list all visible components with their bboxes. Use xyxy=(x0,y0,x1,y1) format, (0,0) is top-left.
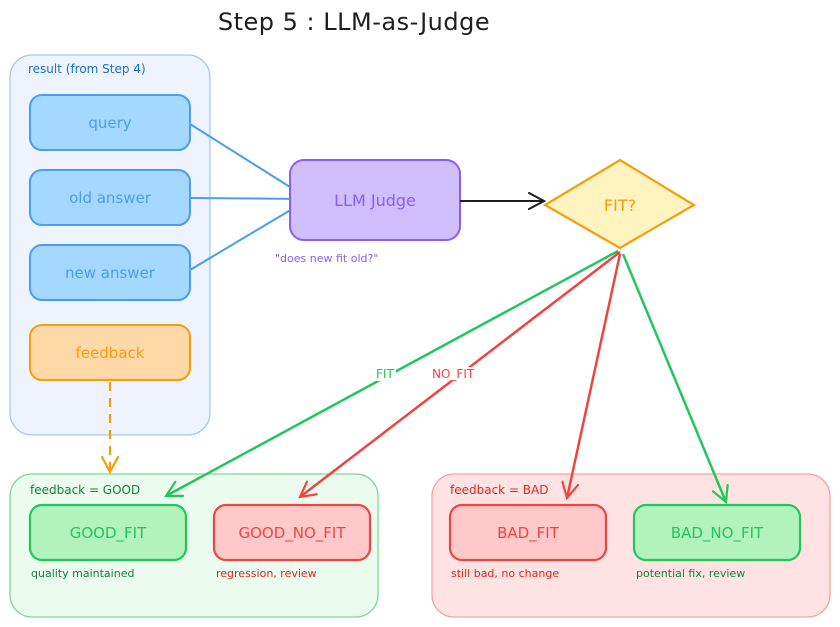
bad-fit-caption: still bad, no change xyxy=(451,567,560,580)
good-fit-node-shape[interactable] xyxy=(28,503,188,562)
good-no-fit-node-shape[interactable] xyxy=(212,503,372,562)
bad-group-label: feedback = BAD xyxy=(450,483,549,497)
bad-no-fit-node-shape[interactable] xyxy=(632,503,802,562)
query-node-shape[interactable] xyxy=(29,94,191,151)
bad-no-fit-caption: potential fix, review xyxy=(636,567,746,580)
input-group-label: result (from Step 4) xyxy=(28,62,146,76)
fit-decision-diamond[interactable] xyxy=(542,158,697,250)
arrow-fit-to-bad-fit xyxy=(567,253,622,498)
bad-no-fit-label: BAD_NO_FIT xyxy=(670,523,764,542)
good-fit-label: GOOD_FIT xyxy=(69,523,147,542)
diagram-title: Step 5 : LLM-as-Judge xyxy=(217,8,491,36)
good-no-fit-label: GOOD_NO_FIT xyxy=(238,523,346,542)
new-answer-node-label: new answer xyxy=(65,263,155,282)
arrow-no-fit-to-bad-no-fit xyxy=(621,253,726,502)
feedback-node-shape[interactable] xyxy=(29,324,191,381)
old-answer-node-label: old answer xyxy=(69,188,151,207)
query-node-label: query xyxy=(88,113,132,132)
edge-label-no-fit: NO_FIT xyxy=(430,367,477,381)
good-fit-caption: quality maintained xyxy=(31,567,135,580)
good-group-label: feedback = GOOD xyxy=(30,483,141,497)
bad-fit-node-shape[interactable] xyxy=(448,503,608,562)
judge-caption: "does new fit old?" xyxy=(275,252,379,265)
edge-label-fit: FIT xyxy=(374,367,396,381)
new-answer-node-shape[interactable] xyxy=(29,244,191,301)
good-no-fit-caption: regression, review xyxy=(216,567,317,580)
bad-fit-label: BAD_FIT xyxy=(497,523,559,542)
old-answer-node-shape[interactable] xyxy=(29,169,191,226)
feedback-node-label: feedback xyxy=(75,343,145,362)
llm-judge-label: LLM Judge xyxy=(334,190,416,210)
fit-decision-label: FIT? xyxy=(603,195,637,215)
